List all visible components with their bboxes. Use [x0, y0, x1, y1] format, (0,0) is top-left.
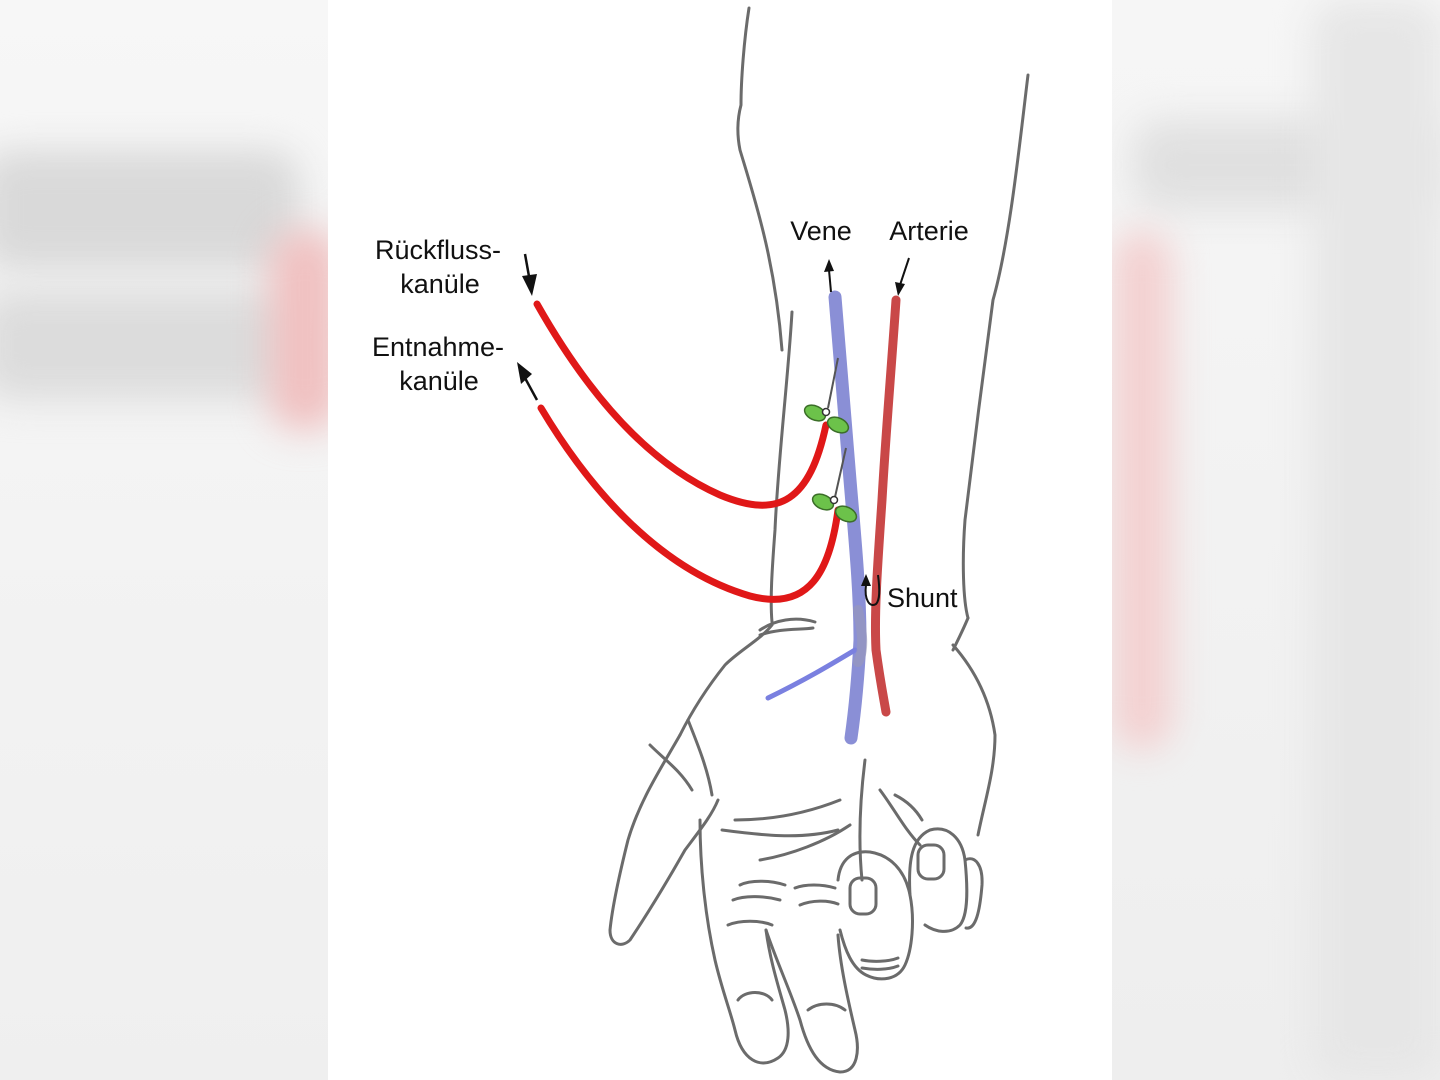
left-blurred-margin — [0, 0, 328, 1080]
return-cannula-tube — [533, 300, 830, 509]
return-flow-arrow — [522, 253, 537, 296]
upper-cannula-clamp — [803, 357, 850, 434]
right-blurred-margin — [1112, 0, 1440, 1080]
return-cannula-label-line1: Rückfluss- — [375, 235, 501, 265]
draw-cannula-tube — [537, 404, 842, 603]
return-cannula-label-line2: kanüle — [400, 269, 480, 299]
artery-flow-arrow — [895, 257, 910, 296]
vein-flow-arrow — [824, 259, 834, 293]
shunt-flow-arrow — [861, 574, 881, 606]
draw-cannula-label-line2: kanüle — [399, 366, 479, 396]
shunt-label: Shunt — [887, 583, 958, 613]
artery — [870, 295, 901, 717]
vein — [765, 290, 868, 745]
draw-cannula-label-line1: Entnahme- — [372, 332, 504, 362]
artery-label: Arterie — [889, 216, 969, 246]
lower-cannula-clamp — [811, 447, 858, 523]
vein-label: Vene — [790, 216, 852, 246]
draw-flow-arrow — [517, 362, 539, 401]
arm-outline — [608, 6, 1030, 1074]
